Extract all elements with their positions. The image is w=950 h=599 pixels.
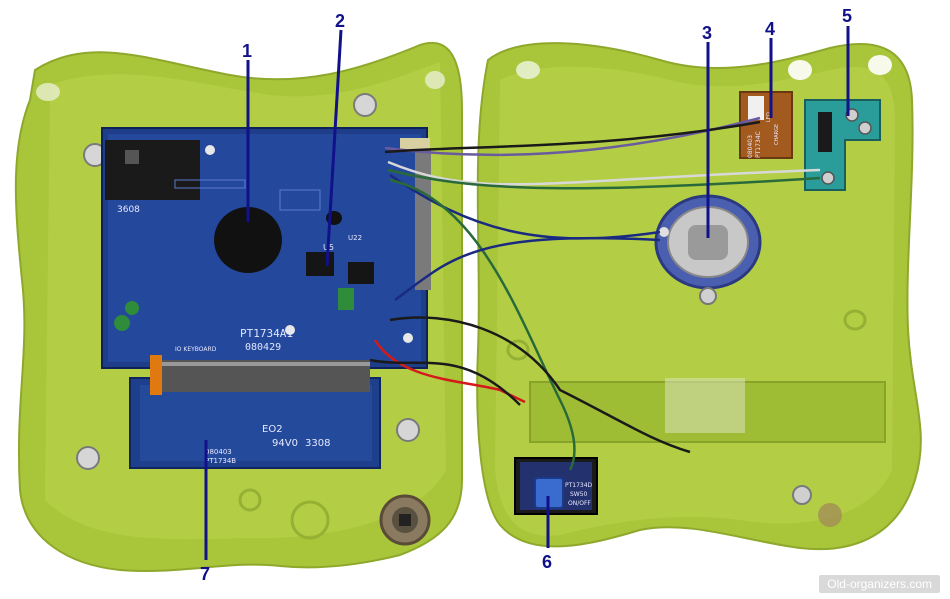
switch-board-part-no: PT1734D xyxy=(565,482,593,489)
main-pcb: 3608 PT1734A1 080429 IO KEYBOARD U5 U22 xyxy=(101,127,431,395)
callout-4: 4 xyxy=(765,19,775,39)
lcd-board: EO2 94V0 3308 080403 PT1734B xyxy=(129,377,381,469)
main-pcb-part-no: PT1734A1 xyxy=(240,327,293,340)
switch-board-model: SW50 xyxy=(570,491,588,498)
power-switch-board: PT1734D SW50 ON/OFF xyxy=(514,457,598,515)
charge-jack-board xyxy=(804,99,881,191)
lcd-board-ul-num: 3308 xyxy=(305,438,330,449)
coin-battery-holder xyxy=(654,194,762,305)
lcd-board-ul-mark: 94V0 xyxy=(272,438,298,449)
led-board-part-no: PT1734C xyxy=(755,131,762,158)
watermark: Old-organizers.com xyxy=(819,575,940,593)
callout-leaders xyxy=(204,26,850,560)
callout-6: 6 xyxy=(542,552,552,572)
callout-numbers: 1 2 3 4 5 6 7 xyxy=(200,6,852,584)
lcd-board-part-no: PT1734B xyxy=(205,457,236,465)
main-pcb-ic-label-2: U22 xyxy=(348,234,362,242)
switch-board-function: ON/OFF xyxy=(568,500,591,507)
main-pcb-silk-upper: 3608 xyxy=(117,205,140,215)
callout-1: 1 xyxy=(242,41,252,61)
main-pcb-date-code: 080429 xyxy=(245,342,281,353)
led-board-charge-label: CHARGE xyxy=(774,124,780,145)
led-board-led-label: LED xyxy=(766,112,772,122)
callout-2: 2 xyxy=(335,11,345,31)
led-board-date-code: 080403 xyxy=(747,135,754,158)
callout-7: 7 xyxy=(200,564,210,584)
lcd-board-date-code: 080403 xyxy=(205,448,232,456)
callout-5: 5 xyxy=(842,6,852,26)
main-pcb-keyboard-label: IO KEYBOARD xyxy=(175,346,217,353)
wiring xyxy=(369,116,821,471)
callout-3: 3 xyxy=(702,23,712,43)
lcd-board-code: EO2 xyxy=(262,424,283,435)
